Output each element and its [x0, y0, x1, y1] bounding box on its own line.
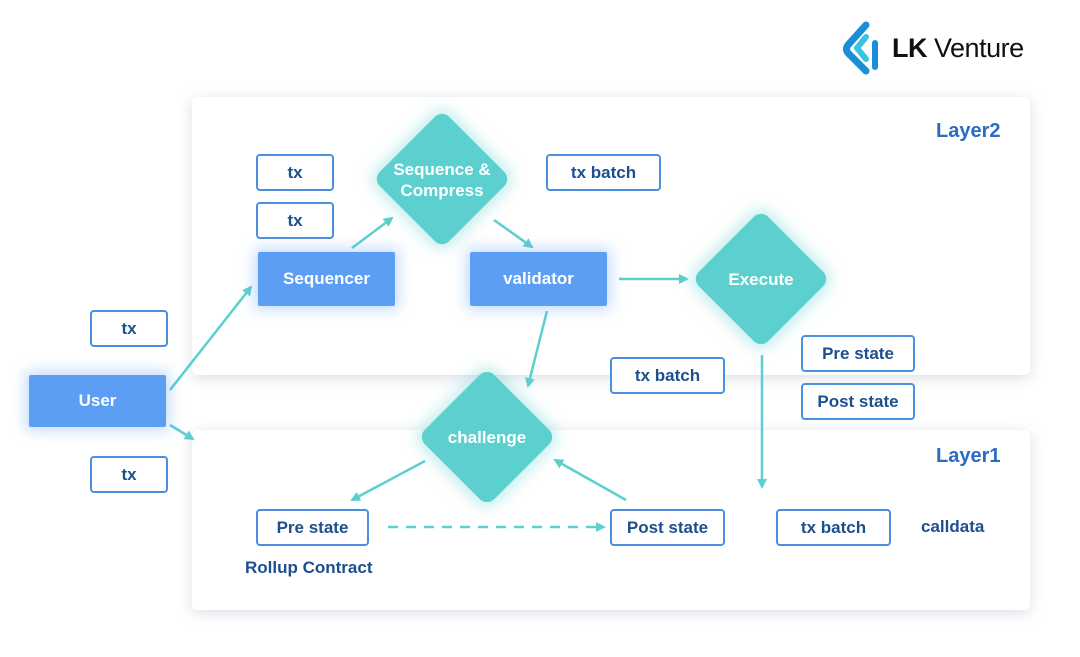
brand-name: LK Venture — [892, 32, 1024, 63]
tx-box: tx — [90, 310, 168, 347]
tx-batch-box: tx batch — [610, 357, 725, 394]
arrow-compress-to-validator — [493, 218, 534, 249]
arrow-validator-to-challenge — [525, 310, 549, 388]
arrow-user-to-layer1 — [169, 423, 195, 441]
tx-batch-box: tx batch — [776, 509, 891, 546]
tx-box: tx — [90, 456, 168, 493]
brand-logo: LK Venture — [842, 20, 1024, 76]
lk-logo-icon — [843, 21, 878, 75]
arrow-poststate-to-challenge — [553, 458, 627, 502]
challenge-label: challenge — [447, 427, 527, 447]
validator-node: validator — [470, 252, 607, 306]
arrow-user-to-sequencer — [169, 285, 253, 391]
arrow-challenge-to-prestate — [350, 459, 426, 502]
sequence-compress-label: Sequence & Compress — [393, 160, 491, 200]
tx-box: tx — [256, 202, 334, 239]
pre-state-box: Pre state — [801, 335, 915, 372]
rollup-contract-label: Rollup Contract — [245, 558, 373, 577]
tx-box: tx — [256, 154, 334, 191]
calldata-label: calldata — [921, 517, 985, 536]
pre-state-box: Pre state — [256, 509, 369, 546]
arrow-sequencer-to-compress — [351, 216, 394, 249]
layer2-title: Layer2 — [936, 120, 1001, 142]
post-state-box: Post state — [610, 509, 725, 546]
execute-label: Execute — [728, 269, 794, 289]
layer1-title: Layer1 — [936, 445, 1001, 467]
sequencer-node: Sequencer — [258, 252, 395, 306]
post-state-box: Post state — [801, 383, 915, 420]
tx-batch-box: tx batch — [546, 154, 661, 191]
user-node: User — [29, 375, 166, 427]
